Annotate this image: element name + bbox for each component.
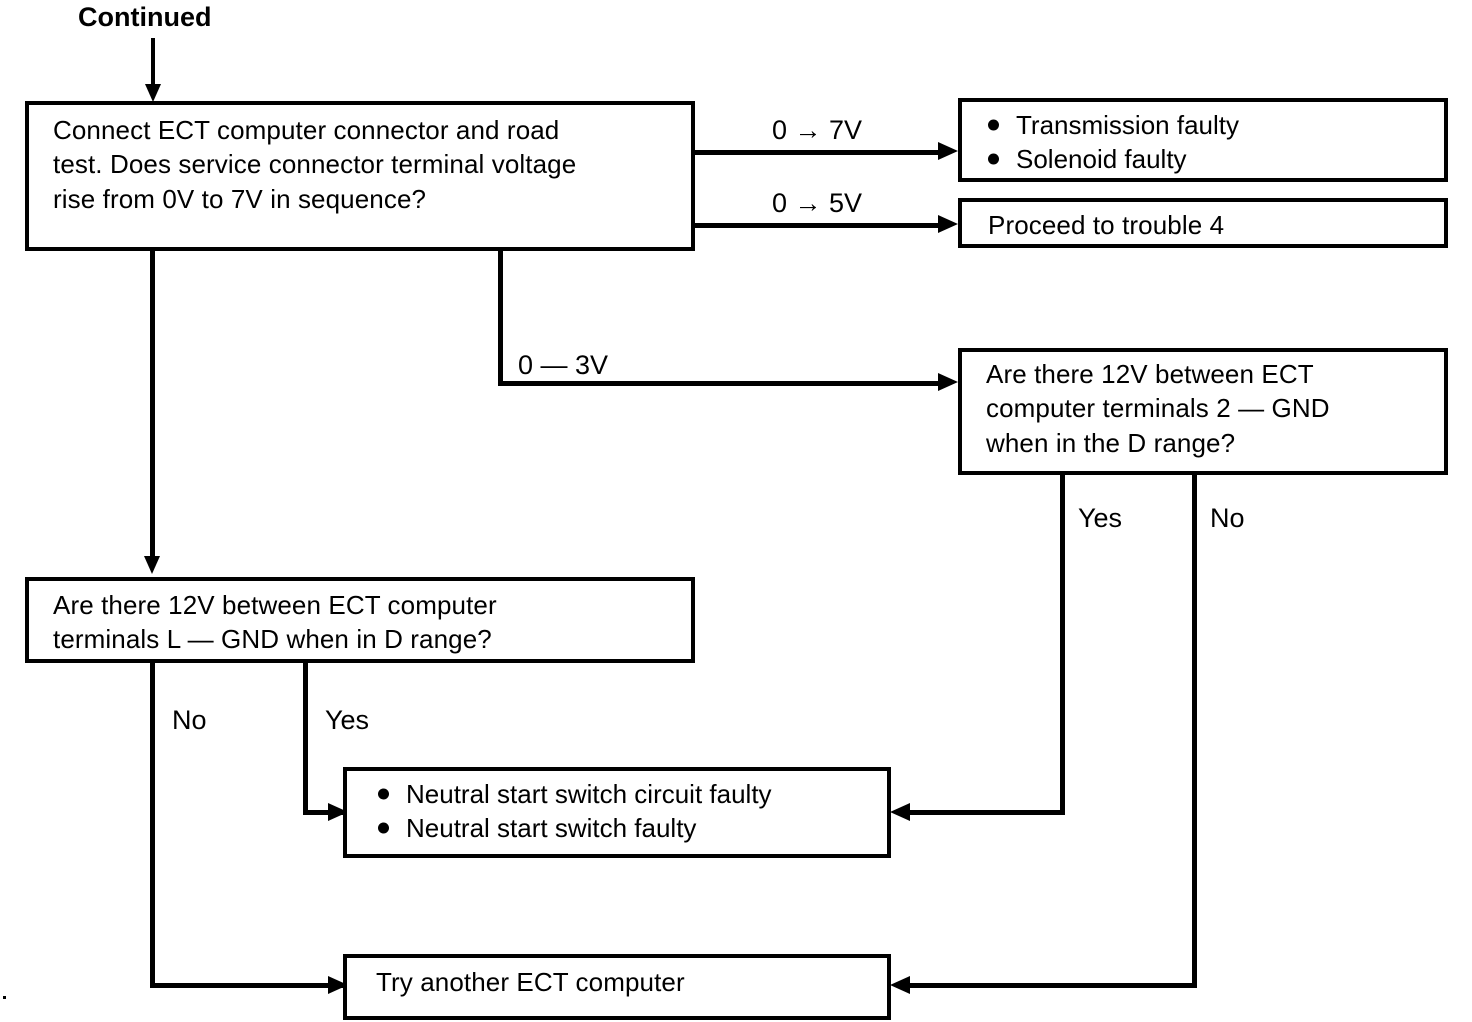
connector-3v-to-terminal2 (498, 381, 945, 386)
connector-terminal2-yes-to-neutral (908, 810, 1065, 815)
node-main-question[interactable] (25, 101, 695, 251)
arrowhead-down-icon (145, 84, 161, 102)
connector-main-to-terminalL (150, 251, 155, 559)
node-terminal2-question[interactable] (958, 348, 1448, 475)
arrowhead-down-icon (144, 556, 160, 574)
list-item: Neutral start switch faulty (372, 811, 882, 845)
arrowhead-right-icon (938, 215, 958, 233)
node-terminal2-question-text: Are there 12V between ECT computer termi… (986, 359, 1330, 458)
arrowhead-left-icon (890, 803, 910, 821)
node-terminalL-question-text: Are there 12V between ECT computer termi… (53, 590, 497, 655)
list-item: Solenoid faulty (982, 142, 1432, 176)
connector-terminal2-no-to-try-another (908, 983, 1197, 988)
edge-label-0-to-7v: 0 → 7V (772, 115, 863, 145)
arrowhead-right-icon (938, 373, 958, 391)
list-item: Transmission faulty (982, 108, 1432, 142)
edge-label-terminalL-yes: Yes (325, 705, 370, 735)
connector-continued-to-main (151, 38, 155, 86)
connector-main-down-3v (498, 251, 503, 385)
node-neutral-start-switch-list: Neutral start switch circuit faulty Neut… (372, 777, 882, 846)
arrowhead-right-icon (938, 142, 958, 160)
node-main-question-text: Connect ECT computer connector and road … (53, 115, 577, 214)
edge-label-0-to-5v: 0 → 5V (772, 188, 863, 218)
connector-terminalL-yes-to-neutral (303, 810, 346, 815)
node-try-another-ect-computer-text: Try another ECT computer (376, 967, 685, 997)
edge-label-terminal2-no: No (1210, 503, 1245, 533)
edge-label-terminalL-no: No (172, 705, 207, 735)
node-try-another-ect-computer[interactable] (343, 954, 891, 1020)
connector-terminalL-no-down (150, 663, 155, 988)
connector-terminal2-yes-down (1060, 475, 1065, 812)
edge-label-0-to-3v: 0 — 3V (518, 350, 609, 380)
node-terminalL-question[interactable] (25, 577, 695, 663)
connector-terminal2-no-down (1192, 475, 1197, 988)
arrowhead-left-icon (890, 976, 910, 994)
connector-terminalL-yes-down (303, 663, 308, 813)
list-item: Neutral start switch circuit faulty (372, 777, 882, 811)
connector-main-to-trouble4 (695, 223, 945, 228)
scan-artifact-dot (3, 996, 6, 999)
connector-main-to-transmission (695, 150, 945, 155)
entry-label-continued: Continued (78, 2, 212, 32)
node-proceed-trouble-4-text: Proceed to trouble 4 (988, 210, 1225, 240)
node-transmission-faulty-list: Transmission faulty Solenoid faulty (982, 108, 1432, 177)
edge-label-terminal2-yes: Yes (1078, 503, 1123, 533)
node-proceed-trouble-4[interactable] (958, 198, 1448, 248)
connector-terminalL-no-to-try-another (150, 983, 346, 988)
